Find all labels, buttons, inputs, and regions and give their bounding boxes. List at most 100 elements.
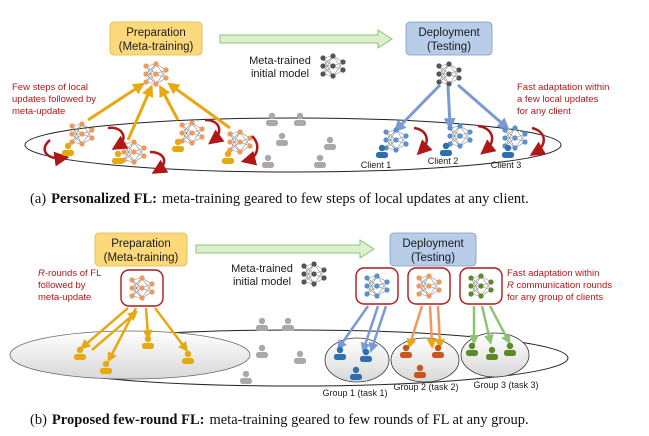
idle-client-icon [276, 132, 288, 146]
client-2-label: Client 2 [428, 156, 459, 166]
meta-model-network-icon [319, 52, 347, 80]
group-2-arrow [426, 305, 437, 349]
idle-client-icon [294, 112, 306, 126]
global-model-icon [142, 60, 170, 88]
left-note-line3: meta-update [38, 292, 91, 303]
local-update-loop [529, 126, 547, 156]
group-1-arrow [337, 305, 370, 351]
idle-client-icon [294, 350, 306, 364]
preparation-title: Preparation [111, 238, 170, 250]
fl-round-arrow [142, 307, 153, 340]
local-update-loop [107, 126, 129, 150]
local-update-loop [43, 139, 70, 167]
upload-arrow-2 [126, 84, 154, 141]
local-update-loop [413, 126, 433, 156]
upload-arrow-1 [87, 82, 146, 122]
local-update-loop [149, 150, 169, 174]
deployment-title: Deployment [402, 238, 464, 250]
group-1-label: Group 1 (task 1) [322, 388, 387, 398]
fl-round-arrow [91, 310, 138, 351]
client-person-icon [62, 142, 74, 156]
meta-training-clients-ellipse [9, 330, 251, 380]
group-2-label: Group 2 (task 2) [393, 382, 458, 392]
group-1-arrow [368, 305, 388, 353]
idle-client-icon [324, 136, 336, 150]
local-update-loop [477, 124, 497, 155]
right-note-line1: Fast adaptation within [507, 268, 599, 279]
meta-model-line2: initial model [233, 276, 291, 288]
right-note-line3: for any group of clients [507, 292, 603, 303]
local-update-loop [204, 118, 225, 145]
fl-round-arrow [80, 307, 129, 350]
meta-model-network-icon [300, 260, 328, 288]
idle-client-icon [256, 317, 268, 331]
upload-arrow-3 [159, 84, 180, 121]
left-note-line1: R-rounds of FL [38, 268, 101, 279]
panel-a: Preparation (Meta-training) Deployment (… [12, 21, 609, 207]
caption-a-text: meta-training geared to few steps of loc… [162, 191, 529, 207]
left-note-line2: followed by [38, 280, 86, 291]
caption-b-text: meta-training geared to few rounds of FL… [209, 412, 528, 428]
deploy-model-icon [435, 60, 463, 88]
group-1-arrow [360, 305, 380, 353]
local-update-loop [240, 135, 259, 166]
right-note-line1: Fast adaptation within [517, 82, 609, 93]
meta-to-deploy-arrow [219, 29, 393, 49]
client-pool-ellipse [24, 117, 562, 173]
caption-a-label: (a) [30, 191, 46, 207]
caption-a: (a) Personalized FL: meta-training geared … [30, 191, 529, 207]
fl-round-arrow [107, 307, 138, 363]
meta-model-line1: Meta-trained [231, 263, 293, 275]
left-note-line2: updates followed by [12, 94, 96, 105]
download-arrow-2 [443, 85, 456, 130]
panel-b: Preparation (Meta-training) Deployment (… [9, 232, 612, 428]
left-note-rest: -rounds of FL [45, 268, 102, 279]
left-note-r: R [38, 268, 45, 279]
preparation-box [109, 21, 203, 56]
caption-b-label: (b) [30, 412, 47, 428]
preparation-subtitle: (Meta-training) [119, 41, 194, 53]
idle-client-icon [262, 154, 274, 168]
client-model-icon [382, 126, 410, 154]
client-person-icon [222, 150, 234, 164]
client-model-icon [226, 128, 254, 156]
client-model-icon [178, 119, 206, 147]
left-note-line1: Few steps of local [12, 82, 88, 93]
fl-round-arrow [154, 307, 188, 352]
caption-b: (b) Proposed few-round FL:meta-training g… [30, 412, 529, 428]
client-model-icon [68, 120, 96, 148]
client-1-label: Client 1 [361, 160, 392, 170]
caption-a-bold: Personalized FL: [51, 191, 157, 207]
group-2-arrow [434, 305, 445, 349]
preparation-title: Preparation [126, 27, 185, 39]
preparation-box [94, 232, 188, 267]
client-model-icon [446, 122, 474, 150]
download-arrow-1 [393, 83, 442, 133]
deployment-subtitle: (Testing) [427, 41, 471, 53]
preparation-subtitle: (Meta-training) [104, 252, 179, 264]
idle-client-icon [314, 154, 326, 168]
download-arrow-3 [457, 83, 510, 130]
right-note-line3: for any client [517, 106, 571, 117]
deployment-box [405, 21, 493, 56]
deployment-title: Deployment [418, 27, 480, 39]
client-3-label: Client 3 [491, 160, 522, 170]
client-model-icon [120, 138, 148, 166]
meta-model-line1: Meta-trained [249, 55, 311, 67]
right-note-line2: R communication rounds [507, 280, 612, 291]
deployment-subtitle: (Testing) [411, 252, 455, 264]
idle-client-icon [266, 112, 278, 126]
idle-client-icon [256, 344, 268, 358]
deployment-box [389, 232, 477, 267]
upload-arrow-4 [167, 82, 231, 130]
group-2-arrow [406, 305, 424, 349]
idle-client-icon [282, 317, 294, 331]
right-note-line2: a few local updates [517, 94, 599, 105]
group-3-label: Group 3 (task 3) [473, 380, 538, 390]
idle-client-icon [240, 370, 252, 384]
meta-model-line2: initial model [251, 68, 309, 80]
right-note-r: R [507, 280, 514, 291]
caption-b-bold: Proposed few-round FL: [52, 412, 205, 428]
meta-to-deploy-arrow [195, 239, 375, 259]
